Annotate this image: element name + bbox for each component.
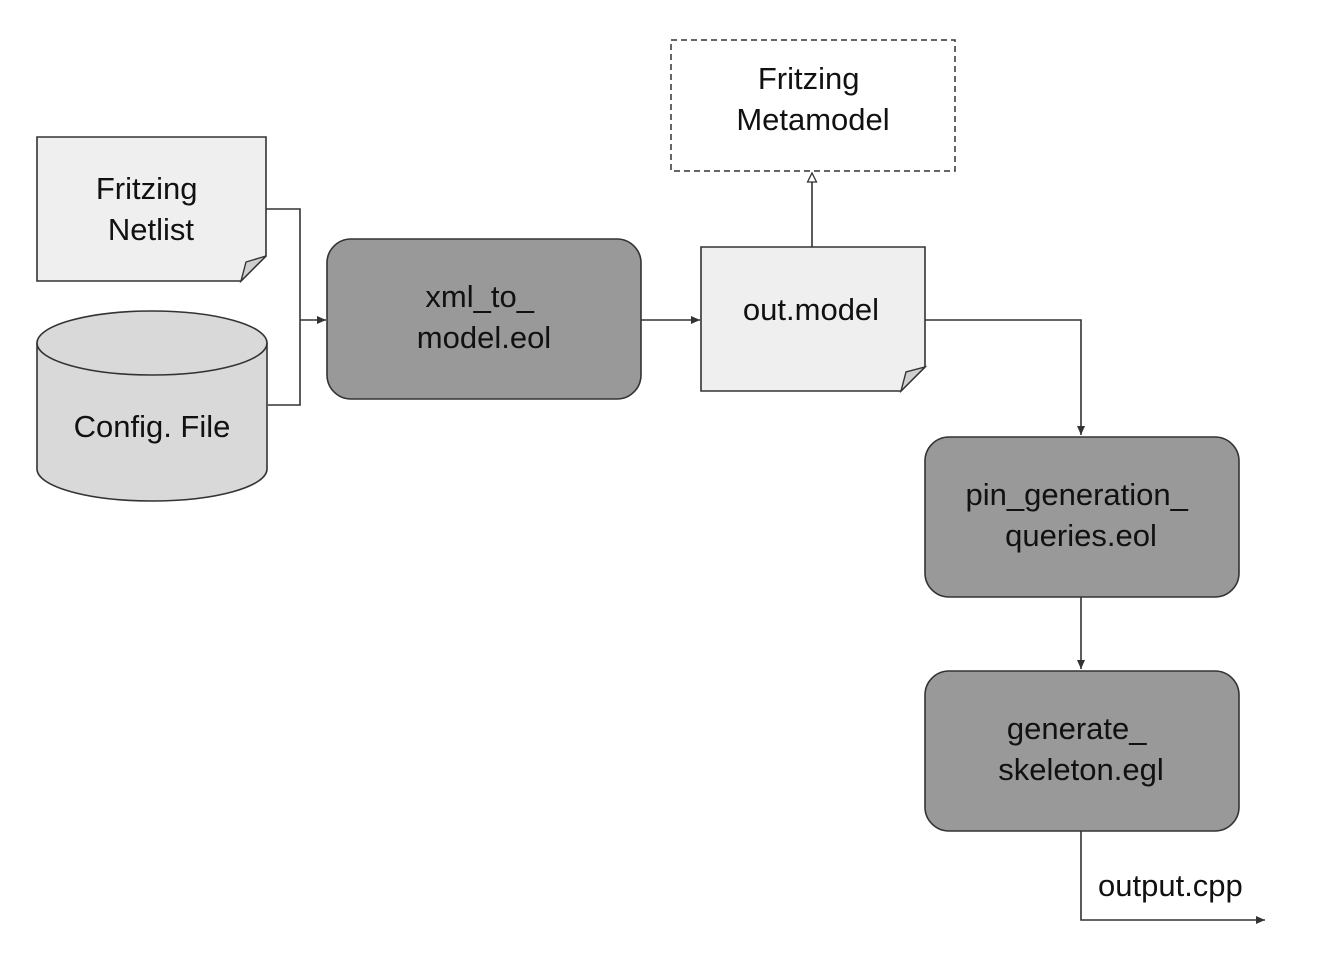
node-pin-generation: pin_generation_ queries.eol bbox=[924, 436, 1240, 598]
cylinder-body bbox=[36, 343, 268, 502]
metamodel-line-2: Metamodel bbox=[736, 102, 889, 137]
edge-config-to-xml bbox=[268, 320, 301, 406]
node-generate-skeleton: generate_ skeleton.egl bbox=[924, 670, 1240, 832]
edge-skeleton-to-output bbox=[1080, 831, 1265, 924]
document-shape bbox=[36, 136, 267, 282]
node-label: generate_ skeleton.egl bbox=[998, 711, 1163, 787]
node-fritzing-metamodel: Fritzing Metamodel bbox=[670, 39, 956, 172]
process-box bbox=[924, 670, 1240, 832]
skeleton-line-2: skeleton.egl bbox=[998, 752, 1163, 787]
node-label: Fritzing Netlist bbox=[96, 171, 206, 247]
netlist-line-1: Fritzing bbox=[96, 171, 198, 206]
node-xml-to-model: xml_to_ model.eol bbox=[326, 238, 642, 400]
config-label: Config. File bbox=[74, 409, 231, 444]
cylinder-top bbox=[36, 310, 268, 376]
xml-line-1: xml_to_ bbox=[425, 279, 534, 314]
skeleton-line-1: generate_ bbox=[1007, 711, 1147, 746]
dashed-box bbox=[670, 39, 956, 172]
pin-line-1: pin_generation_ bbox=[966, 477, 1189, 512]
node-config-file: Config. File bbox=[36, 310, 268, 502]
metamodel-line-1: Fritzing bbox=[758, 61, 860, 96]
edge-netlist-to-xml bbox=[266, 208, 301, 320]
out-model-label: out.model bbox=[743, 292, 879, 327]
node-label: pin_generation_ queries.eol bbox=[966, 477, 1197, 553]
edge-outmodel-to-pin bbox=[925, 319, 1085, 435]
node-label: xml_to_ model.eol bbox=[417, 279, 551, 355]
process-box bbox=[326, 238, 642, 400]
node-fritzing-netlist: Fritzing Netlist bbox=[36, 136, 267, 284]
output-cpp-label: output.cpp bbox=[1098, 868, 1243, 903]
edges bbox=[266, 171, 1265, 924]
netlist-line-2: Netlist bbox=[108, 212, 195, 247]
process-box bbox=[924, 436, 1240, 598]
node-out-model: out.model bbox=[700, 246, 928, 394]
document-fold bbox=[239, 255, 267, 284]
pin-line-2: queries.eol bbox=[1005, 518, 1157, 553]
node-label: Fritzing Metamodel bbox=[736, 61, 889, 137]
document-fold bbox=[899, 365, 928, 394]
xml-line-2: model.eol bbox=[417, 320, 551, 355]
